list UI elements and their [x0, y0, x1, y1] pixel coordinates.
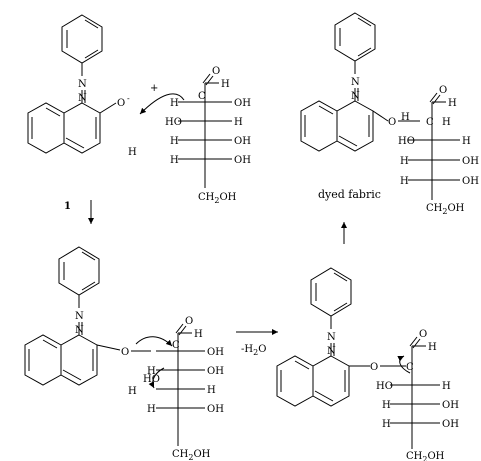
aldehyde-o-4: O [439, 85, 447, 96]
ether-o-4: O [388, 117, 396, 128]
naphthyl-ether-intermediate [276, 267, 406, 407]
phenol-h-2: H [128, 386, 137, 397]
ch2oh-2: CH2OH [172, 449, 211, 461]
compound-number-label: 1 [64, 201, 71, 212]
oh-right-2c: OH [207, 404, 224, 415]
phenoxide-o-2: O [121, 347, 129, 358]
azo-n-lower-2: N [75, 325, 84, 336]
naphthol-azo-dye-2 [24, 246, 151, 386]
aldehyde-o-3: O [419, 329, 427, 340]
glucose-open-chain-4 [408, 92, 460, 200]
charge-1: - [127, 94, 130, 103]
h-left-4: H [401, 112, 410, 123]
oh-right-3b: OH [442, 419, 459, 430]
oh-right-4: OH [462, 156, 479, 167]
h-right-4a: H [442, 117, 451, 128]
azo-n-upper-4: N [351, 77, 360, 88]
azo-n-upper-3: N [327, 332, 336, 343]
aldehyde-h-4: H [448, 98, 457, 109]
h-left-2: H [147, 366, 156, 377]
h-right-4: H [462, 136, 471, 147]
oh-right-2: OH [207, 347, 224, 358]
azo-n-upper-2: N [75, 311, 84, 322]
h-right-3: H [442, 381, 451, 392]
glucose-open-chain-1 [178, 73, 232, 188]
curved-arrow-leaving-group [148, 367, 165, 389]
glucose-open-chain-3 [390, 336, 440, 449]
h-left-3: H [382, 400, 391, 411]
ho-left-3: HO [376, 381, 393, 392]
naphthol-azo-dye-1 [27, 14, 117, 154]
h-left-3b: H [382, 419, 391, 430]
phenol-h-1: H [128, 147, 137, 158]
curved-arrow-attack-1 [139, 93, 185, 115]
aldehyde-o-2: O [185, 316, 193, 327]
c1-1: C [198, 91, 206, 102]
azo-n-lower-4: N [351, 91, 360, 102]
h-left-4c: H [400, 176, 409, 187]
oh-right-3: OH [442, 400, 459, 411]
azo-n-upper-1: N [78, 79, 87, 90]
c1-3: C [406, 362, 414, 373]
aldehyde-h-1: H [221, 79, 230, 90]
ch2oh-3: CH2OH [406, 451, 445, 461]
ho-left-1: HO [165, 117, 182, 128]
aldehyde-o-1: O [212, 66, 220, 77]
oh-right-2b: OH [207, 366, 224, 377]
dyed-fabric-product [300, 12, 420, 152]
h-left-1: H [170, 98, 179, 109]
c1-2: C [172, 340, 180, 351]
h-left-4b: H [400, 156, 409, 167]
ether-o-3: O [370, 362, 378, 373]
azo-n-lower-1: N [78, 93, 87, 104]
aldehyde-h-2: H [194, 329, 203, 340]
h-right-1: H [234, 117, 243, 128]
h-left-2b: H [147, 404, 156, 415]
h-right-2: H [207, 385, 216, 396]
oh-right-1: OH [234, 98, 251, 109]
azo-n-lower-3: N [327, 346, 336, 357]
oh-right-4b: OH [462, 176, 479, 187]
ch2oh-4: CH2OH [426, 203, 465, 216]
plus-sign: + [150, 83, 158, 94]
aldehyde-h-3: H [428, 342, 437, 353]
oh-right-1c: OH [234, 155, 251, 166]
h-left-1c: H [170, 155, 179, 166]
minus-water-label: -H2O [241, 344, 266, 357]
ho-left-2: HO [143, 374, 160, 385]
phenoxide-o-1: O [117, 98, 125, 109]
dyed-fabric-caption: dyed fabric [318, 188, 381, 201]
h-left-1b: H [170, 136, 179, 147]
c1-4: C [426, 117, 434, 128]
glucose-open-chain-2 [156, 323, 205, 446]
ho-left-4: HO [398, 136, 415, 147]
oh-right-1b: OH [234, 136, 251, 147]
curved-arrow-dehydration [397, 355, 411, 374]
curved-arrow-attack-2 [135, 336, 173, 347]
ch2oh-1: CH2OH [198, 192, 237, 205]
